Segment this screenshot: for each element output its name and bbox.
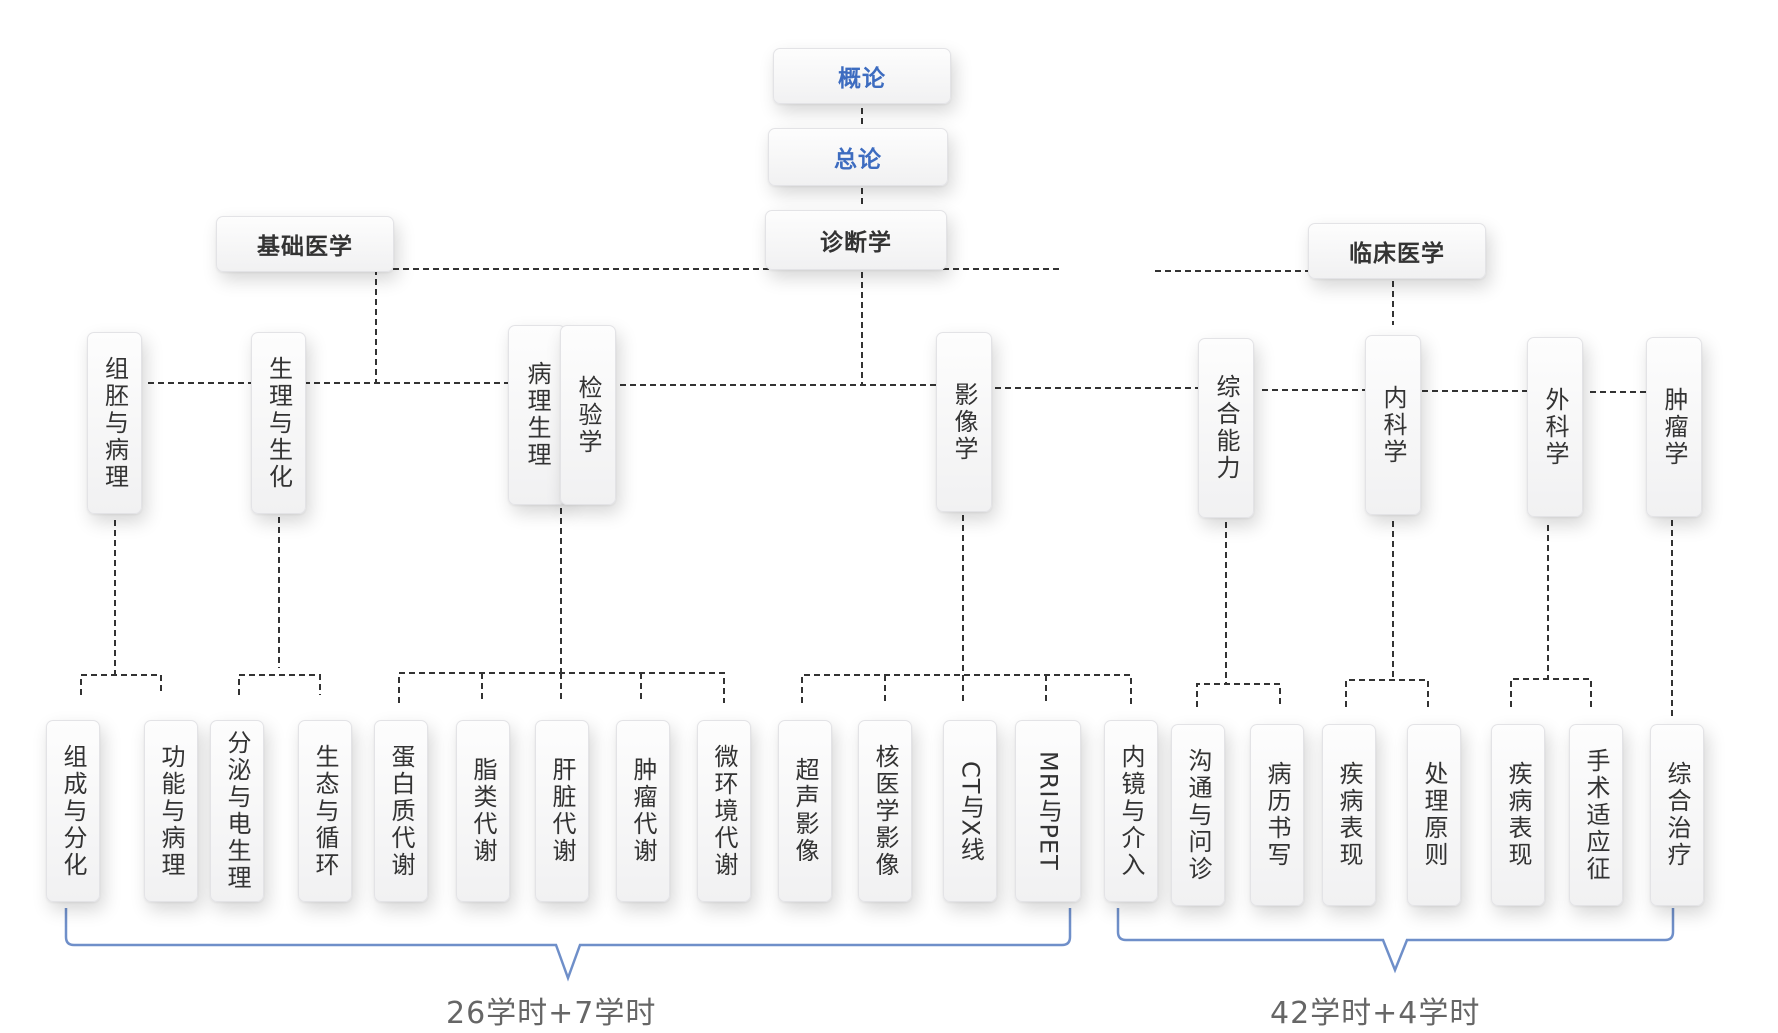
- module-internal-medicine: 内科学: [1365, 335, 1421, 515]
- basic-medicine-box: 基础医学: [216, 216, 394, 272]
- topic-medical-record: 病历书写: [1250, 724, 1304, 906]
- topic-ct-xray: CT与X线: [943, 720, 997, 902]
- topic-lipid-metabolism: 脂类代谢: [456, 720, 510, 902]
- topic-endoscopy-intervention: 内镜与介入: [1104, 720, 1158, 902]
- topic-surgical-indications: 手术适应征: [1569, 724, 1623, 906]
- topic-comprehensive-treatment: 综合治疗: [1650, 724, 1704, 906]
- topic-protein-metabolism: 蛋白质代谢: [374, 720, 428, 902]
- general-label: 总论: [834, 147, 882, 173]
- topic-nuclear-medicine: 核医学影像: [858, 720, 912, 902]
- module-pathophysiology: 病理生理: [508, 325, 566, 505]
- hours-left-label: 26学时+7学时: [446, 996, 657, 1031]
- basic-medicine-label: 基础医学: [257, 234, 353, 260]
- hours-right-label: 42学时+4学时: [1270, 996, 1481, 1031]
- topic-communication-inquiry: 沟通与问诊: [1171, 724, 1225, 906]
- topic-liver-metabolism: 肝脏代谢: [535, 720, 589, 902]
- general-box: 总论: [768, 128, 948, 186]
- module-surgery: 外科学: [1527, 337, 1583, 517]
- overview-label: 概论: [838, 66, 886, 92]
- topic-microenvironment-metabolism: 微环境代谢: [697, 720, 751, 902]
- diagnostics-box: 诊断学: [765, 210, 947, 270]
- clinical-medicine-box: 临床医学: [1308, 223, 1486, 279]
- topic-disease-manifestation-surgery: 疾病表现: [1491, 724, 1545, 906]
- module-physio-biochem: 生理与生化: [251, 332, 306, 514]
- topic-disease-manifestation-internal: 疾病表现: [1322, 724, 1376, 906]
- module-imaging: 影像学: [936, 332, 992, 512]
- topic-tumor-metabolism: 肿瘤代谢: [616, 720, 670, 902]
- module-comprehensive-ability: 综合能力: [1198, 338, 1254, 518]
- topic-treatment-principles: 处理原则: [1407, 724, 1461, 906]
- topic-function-pathology: 功能与病理: [144, 720, 198, 902]
- topic-composition-differentiation: 组成与分化: [46, 720, 100, 902]
- topic-mri-pet: MRI与PET: [1015, 720, 1081, 902]
- topic-ecology-circulation: 生态与循环: [298, 720, 352, 902]
- diagnostics-label: 诊断学: [820, 230, 892, 256]
- clinical-medicine-label: 临床医学: [1349, 241, 1445, 267]
- module-oncology: 肿瘤学: [1646, 337, 1702, 517]
- overview-box: 概论: [773, 48, 951, 104]
- topic-ultrasound: 超声影像: [778, 720, 832, 902]
- module-laboratory: 检验学: [560, 325, 616, 505]
- topic-secretion-electrophysiology: 分泌与电生理: [210, 720, 264, 902]
- module-embryo-pathology: 组胚与病理: [87, 332, 142, 514]
